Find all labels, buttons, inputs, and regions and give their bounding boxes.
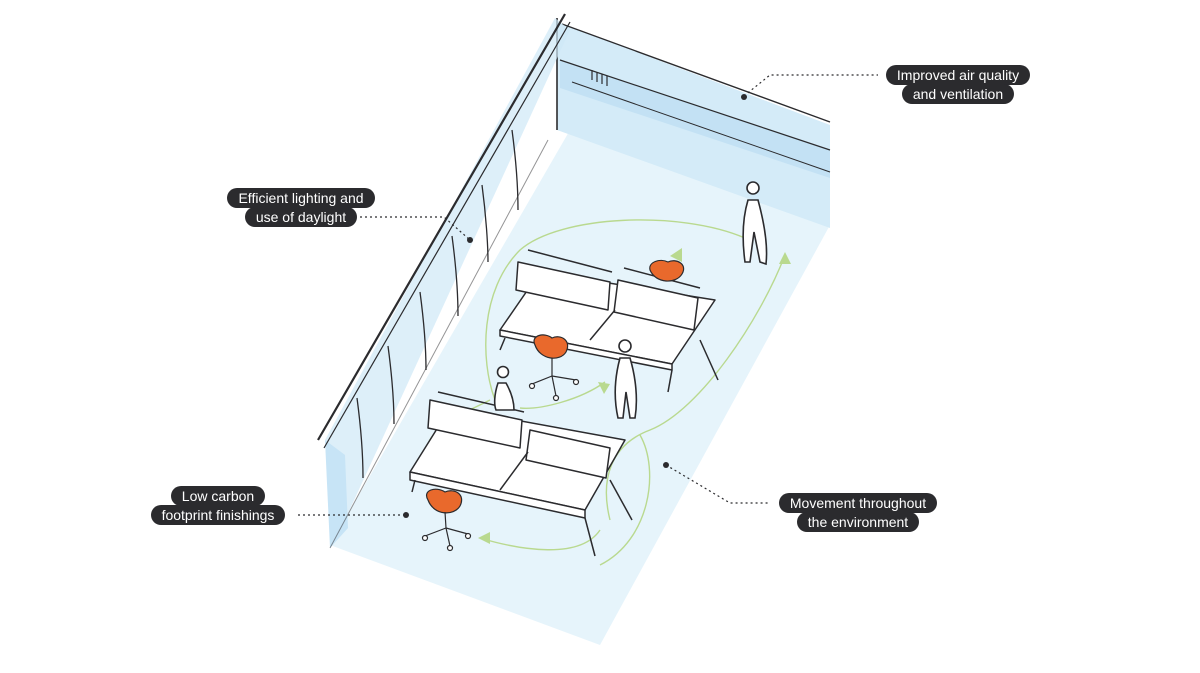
- leader-lines: [298, 74, 878, 516]
- person-standing-icon: [614, 339, 638, 419]
- vent-edge-lower: [571, 81, 831, 173]
- annotation-lighting-line1: Efficient lighting and: [227, 188, 375, 208]
- person-seated-icon: [493, 365, 515, 411]
- window-sill: [325, 440, 348, 548]
- window-base: [329, 139, 549, 549]
- annotation-low-carbon-line2: footprint finishings: [150, 505, 286, 525]
- annotation-movement-line2: the environment: [796, 512, 920, 532]
- annotation-lighting-line2: use of daylight: [244, 207, 358, 227]
- desk-cluster-upper: [499, 249, 719, 393]
- annotation-movement-line1: Movement throughout: [778, 493, 938, 513]
- window-frame-top-inner: [323, 21, 571, 449]
- chair-lower: [421, 488, 472, 552]
- window-frame-top: [317, 13, 566, 441]
- wall-top-edge: [561, 23, 831, 123]
- annotation-movement: Movement throughout the environment: [760, 493, 956, 532]
- movement-arrow-icons: [478, 248, 791, 544]
- chair-upper-back: [649, 259, 685, 282]
- chair-upper-front: [528, 334, 580, 402]
- annotation-lighting: Efficient lighting and use of daylight: [210, 188, 392, 227]
- annotation-low-carbon: Low carbon footprint finishings: [132, 486, 304, 525]
- window-mullions: [356, 129, 519, 479]
- floor: [330, 130, 830, 645]
- person-walking-icon: [742, 181, 768, 266]
- vent-grille-icon: [591, 70, 608, 86]
- window-wall: [325, 18, 570, 520]
- annotation-low-carbon-line1: Low carbon: [170, 486, 266, 506]
- vent-edge: [559, 59, 831, 151]
- leader-dot-icons: [403, 94, 747, 518]
- annotation-air-quality-line1: Improved air quality: [885, 65, 1031, 85]
- annotation-air-quality-line2: and ventilation: [901, 84, 1015, 104]
- annotation-air-quality: Improved air quality and ventilation: [872, 65, 1044, 104]
